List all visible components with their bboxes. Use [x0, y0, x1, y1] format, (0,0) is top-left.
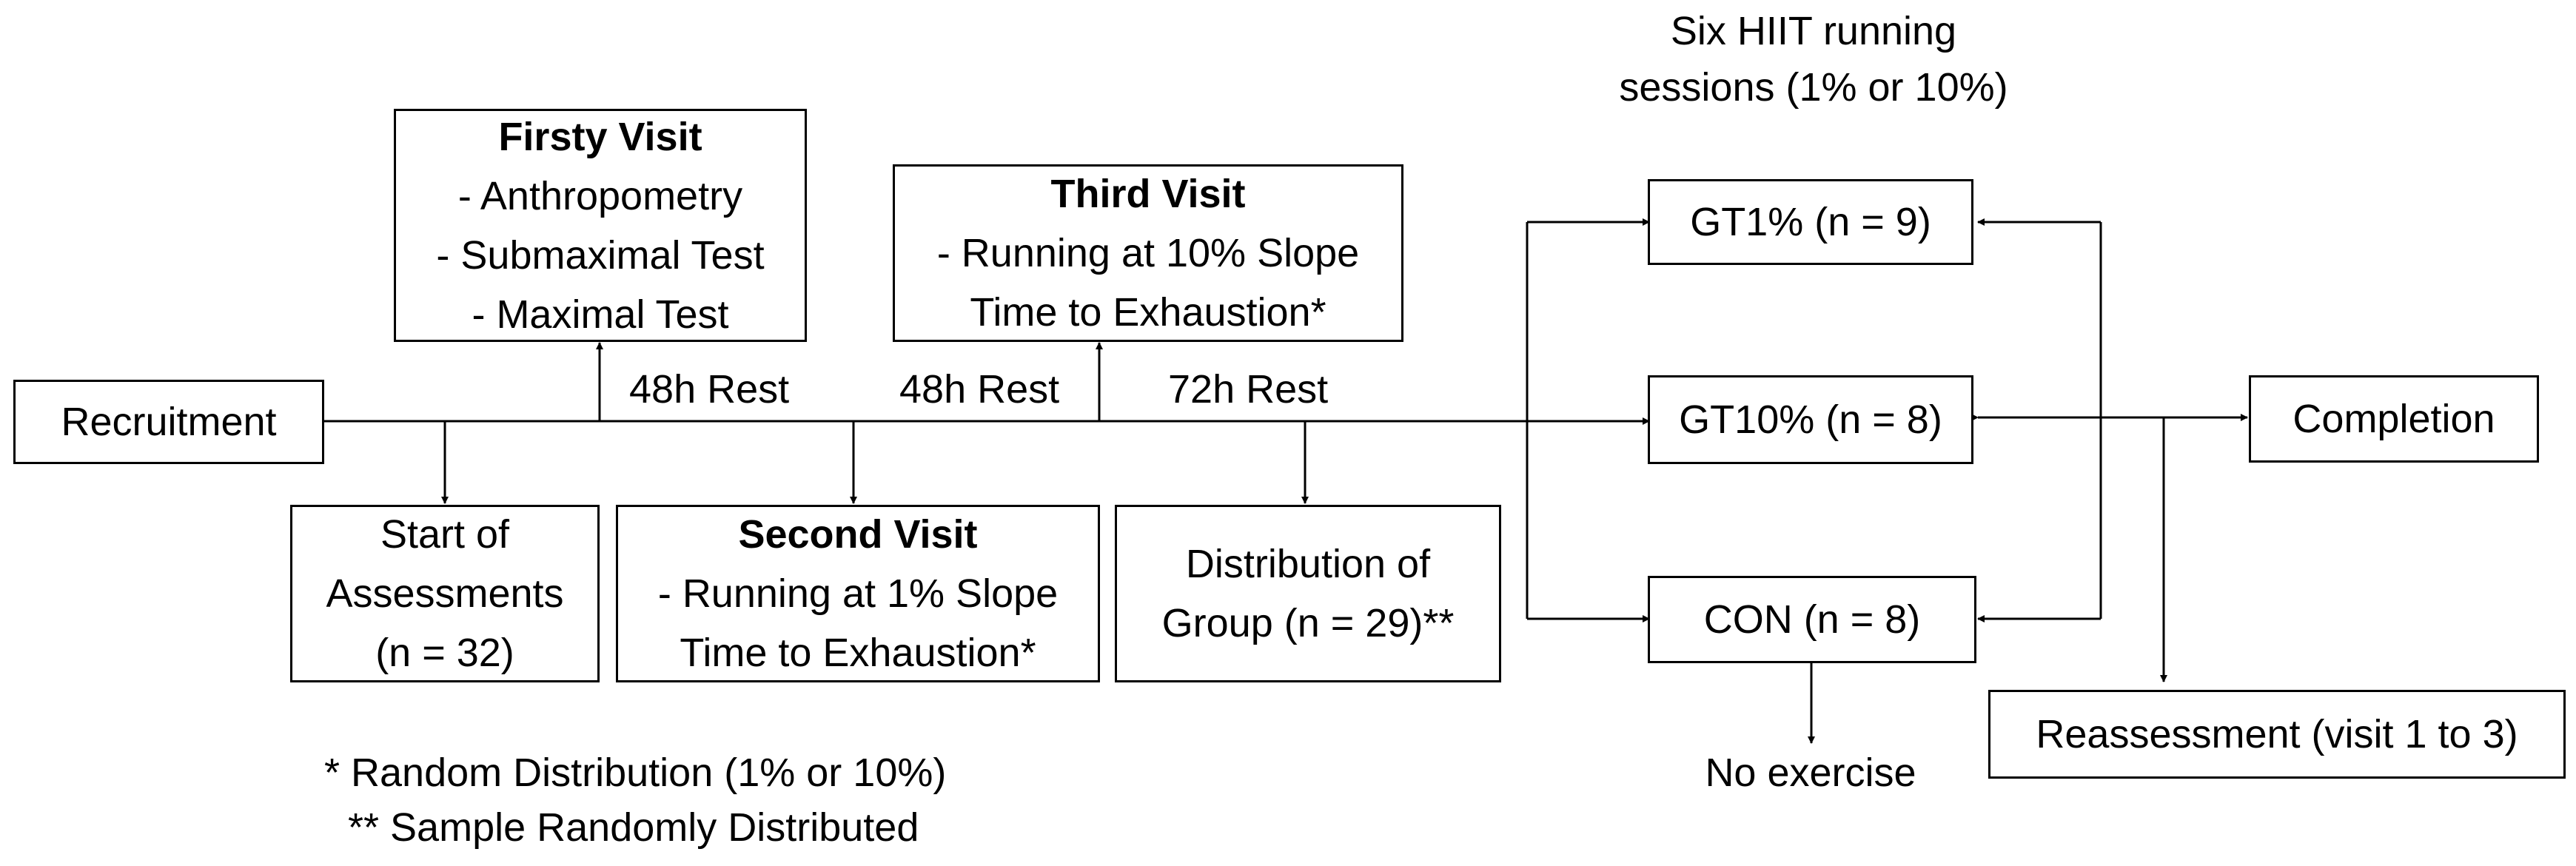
start-assessments-box: Start of Assessments (n = 32)	[290, 505, 600, 682]
second-visit-box: Second Visit - Running at 1% Slope Time …	[616, 505, 1100, 682]
gt1-label: GT1% (n = 9)	[1690, 200, 1931, 244]
first-visit-box: Firsty Visit - Anthropometry - Submaxima…	[394, 109, 807, 342]
rest-label-third: 72h Rest	[1168, 367, 1329, 412]
distribution-line: Distribution of	[1185, 542, 1431, 586]
hiit-header: Six HIIT running sessions (1% or 10%)	[1584, 3, 2043, 115]
gt1-box: GT1% (n = 9)	[1648, 179, 1973, 265]
completion-label: Completion	[2292, 397, 2495, 441]
gt10-box: GT10% (n = 8)	[1648, 375, 1973, 464]
third-visit-box: Third Visit - Running at 10% Slope Time …	[893, 164, 1403, 342]
no-exercise-label: No exercise	[1705, 751, 1916, 795]
second-visit-item: - Running at 1% Slope	[657, 571, 1059, 616]
second-visit-item: Time to Exhaustion*	[680, 631, 1036, 675]
rest-label-second: 48h Rest	[899, 367, 1060, 412]
second-visit-title: Second Visit	[738, 512, 978, 557]
con-label: CON (n = 8)	[1703, 597, 1921, 642]
first-visit-item: - Anthropometry	[457, 173, 743, 218]
first-visit-title: Firsty Visit	[498, 114, 702, 159]
third-visit-title: Third Visit	[1050, 172, 1246, 216]
distribution-box: Distribution of Group (n = 29)**	[1115, 505, 1501, 682]
third-visit-item: Time to Exhaustion*	[970, 290, 1326, 335]
first-visit-item: - Maximal Test	[472, 292, 729, 337]
recruitment-label: Recruitment	[61, 400, 277, 444]
start-assessments-line: (n = 32)	[375, 631, 514, 675]
rest-label-first: 48h Rest	[629, 367, 790, 412]
hiit-header-line: Six HIIT running	[1670, 9, 1957, 53]
footnote-2: ** Sample Randomly Distributed	[348, 805, 919, 850]
distribution-line: Group (n = 29)**	[1161, 601, 1455, 645]
start-assessments-line: Start of	[380, 512, 510, 557]
reassessment-box: Reassessment (visit 1 to 3)	[1988, 690, 2566, 779]
reassessment-label: Reassessment (visit 1 to 3)	[2036, 712, 2518, 756]
first-visit-item: - Submaximal Test	[436, 232, 765, 278]
third-visit-item: - Running at 10% Slope	[936, 231, 1360, 275]
hiit-header-line: sessions (1% or 10%)	[1619, 65, 2008, 110]
con-box: CON (n = 8)	[1648, 576, 1976, 663]
recruitment-box: Recruitment	[13, 380, 324, 464]
completion-box: Completion	[2249, 375, 2539, 463]
gt10-label: GT10% (n = 8)	[1679, 397, 1942, 442]
footnote-1: * Random Distribution (1% or 10%)	[324, 751, 947, 795]
start-assessments-line: Assessments	[326, 571, 564, 616]
